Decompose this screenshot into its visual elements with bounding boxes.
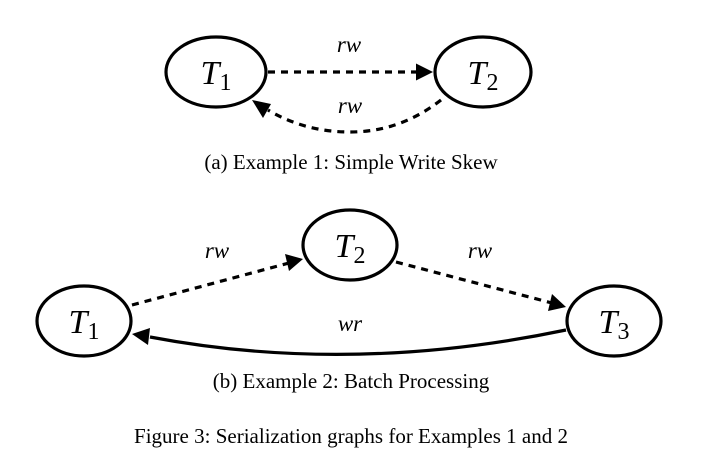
- node-a-t1-label: T1: [201, 55, 232, 96]
- node-a-t2-label: T2: [468, 55, 499, 96]
- arrowhead-a-t1-t2: [416, 63, 433, 81]
- node-b-t1-label: T1: [69, 304, 100, 345]
- node-b-t1: T1: [35, 284, 133, 358]
- node-a-t1-ellipse: [164, 35, 268, 109]
- caption-a: (a) Example 1: Simple Write Skew: [204, 150, 498, 174]
- node-b-t3-label: T3: [599, 304, 630, 345]
- arrowhead-a-t2-t1: [252, 100, 271, 118]
- edge-b-t1-t2: [131, 261, 290, 307]
- edge-label-b-t3-t1: wr: [338, 311, 363, 336]
- edge-label-b-t2-t3: rw: [468, 238, 493, 263]
- figure-caption: Figure 3: Serialization graphs for Examp…: [134, 424, 568, 448]
- node-b-t3-ellipse: [565, 284, 663, 358]
- node-b-t2-ellipse: [301, 208, 399, 282]
- arrowhead-b-t1-t2: [285, 254, 303, 271]
- arrowhead-b-t3-t1: [132, 328, 150, 345]
- diagram-b: rw rw wr T1 T2 T3 (b) Example 2: Batch P…: [35, 208, 663, 393]
- edge-b-t3-t1: [149, 328, 567, 356]
- edge-b-t2-t3: [395, 260, 553, 305]
- node-a-t2: T2: [433, 35, 533, 109]
- edge-label-a-t2-t1: rw: [338, 93, 363, 118]
- edge-label-a-t1-t2: rw: [337, 32, 362, 57]
- node-a-t2-ellipse: [433, 35, 533, 109]
- node-b-t3: T3: [565, 284, 663, 358]
- diagram-a: rw rw T1 T2 (a) Example 1: Simple Write …: [164, 32, 533, 174]
- node-b-t2: T2: [301, 208, 399, 282]
- caption-b: (b) Example 2: Batch Processing: [213, 369, 490, 393]
- node-a-t1: T1: [164, 35, 268, 109]
- edge-label-b-t1-t2: rw: [205, 238, 230, 263]
- node-b-t2-label: T2: [335, 228, 366, 269]
- edge-a-t2-t1: [267, 98, 442, 134]
- node-b-t1-ellipse: [35, 284, 133, 358]
- arrowhead-b-t2-t3: [548, 294, 566, 311]
